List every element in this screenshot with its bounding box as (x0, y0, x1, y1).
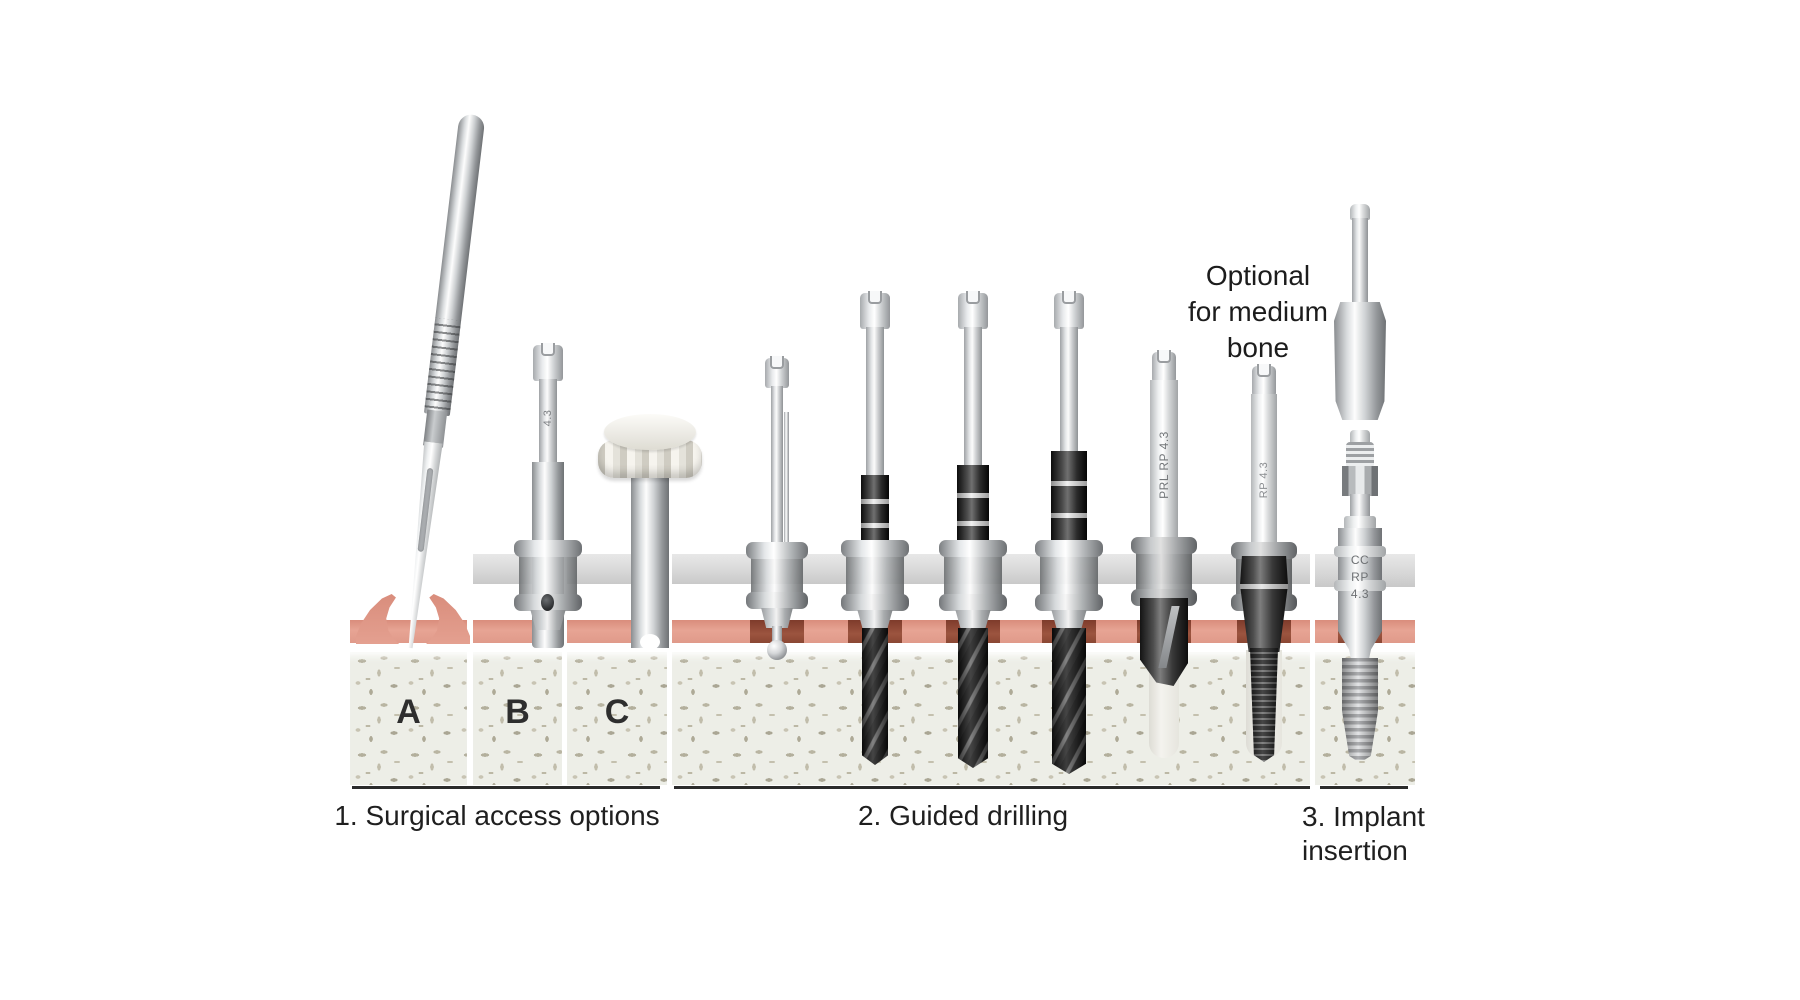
implant-driver-marking-line1: CC (1350, 553, 1370, 567)
profile-drill-marking: PRL RP 4.3 (1157, 431, 1171, 499)
twist-drill-narrow-depth-band (861, 475, 889, 547)
implant-driver-marking-line2: RP (1351, 570, 1369, 584)
implant-driver-knurl (1346, 442, 1374, 468)
tap-cone-ring (1240, 584, 1288, 589)
scalpel-grip-ridges (424, 317, 462, 415)
guide-sleeve-step (955, 610, 991, 630)
implant-driver-marking: CC RP 4.3 (1338, 552, 1382, 603)
tap-latch-shank (1252, 366, 1276, 396)
twist-drill-wide-flutes (1052, 628, 1086, 774)
twist-drill-narrow-shaft (866, 327, 884, 477)
bone-block-c (567, 652, 667, 785)
section-rule-2 (674, 786, 1310, 789)
pilot-drill-ball-tip (767, 640, 787, 660)
mucosa-punch-cap-dome (604, 414, 696, 450)
implant-driver-neck (1350, 494, 1370, 518)
tissue-punch-hole (541, 594, 554, 611)
annotation-line3: bone (1226, 332, 1290, 363)
implant-driver-hex (1342, 466, 1378, 496)
pilot-drill-shaft (771, 386, 783, 546)
guide-sleeve (1035, 540, 1103, 611)
profile-drill-body (1150, 380, 1178, 548)
mucosa-punch-shaft (631, 452, 669, 648)
twist-drill-wide-shaft (1060, 327, 1078, 453)
guide-sleeve-step (761, 608, 793, 628)
pilot-drill-side-pin (784, 412, 789, 546)
bone-block-a (350, 652, 467, 785)
implant-driver-nub (1350, 430, 1370, 444)
twist-drill-narrow-flutes (862, 628, 888, 765)
tap-threads (1250, 648, 1278, 762)
guide-sleeve (841, 540, 909, 611)
implant-driver-flange (1334, 546, 1386, 557)
implant-driver-flange (1334, 580, 1386, 591)
section-rule-1 (352, 786, 660, 789)
section-caption-3: 3. Implant insertion (1302, 801, 1425, 866)
twist-drill-medium-latch-shank (958, 293, 988, 329)
tissue-punch-shaft (539, 379, 557, 464)
guide-sleeve (939, 540, 1007, 611)
mucosa-punch-notch (640, 634, 660, 650)
tap-cone (1240, 556, 1288, 652)
tissue-punch-marking: 4.3 (542, 409, 554, 427)
profile-drill-latch-shank (1152, 352, 1176, 382)
annotation-line1: Optional (1205, 260, 1311, 291)
tap-marking: RP 4.3 (1258, 461, 1270, 499)
tissue-punch-latch-shank (533, 345, 563, 381)
pilot-drill-tip-shaft (772, 626, 782, 644)
guide-sleeve-step (857, 610, 893, 630)
guide-sleeve-step (530, 610, 566, 630)
implant (1342, 658, 1378, 760)
pilot-drill-latch-shank (765, 358, 789, 388)
twist-drill-wide-latch-shank (1054, 293, 1084, 329)
twist-drill-wide-depth-band (1051, 451, 1087, 547)
bone-label-c: C (604, 693, 630, 731)
bone-block-drilling (672, 652, 1310, 785)
driver-adapter-cap (1350, 204, 1370, 220)
driver-adapter-body (1334, 302, 1386, 420)
annotation-line2: for medium (1187, 296, 1329, 327)
guide-sleeve-step (1051, 610, 1087, 630)
section-caption-2: 2. Guided drilling (857, 800, 1069, 831)
section-caption-1: 1. Surgical access options (334, 800, 660, 831)
bone-label-b: B (505, 693, 530, 731)
twist-drill-medium-shaft (964, 327, 982, 467)
guide-sleeve (746, 542, 808, 609)
twist-drill-narrow-latch-shank (860, 293, 890, 329)
implant-driver-ring (1344, 516, 1376, 530)
annotation-optional-for-medium-bone: Optional for medium bone (1118, 258, 1398, 366)
bone-block-b (473, 652, 562, 785)
twist-drill-medium-depth-band (957, 465, 989, 547)
driver-adapter-shaft (1352, 218, 1368, 304)
twist-drill-medium-flutes (958, 628, 988, 768)
guide-sleeve (1131, 537, 1197, 606)
section-rule-3 (1320, 786, 1408, 789)
bone-label-a: A (396, 693, 421, 731)
implant-driver-marking-line3: 4.3 (1350, 587, 1370, 601)
